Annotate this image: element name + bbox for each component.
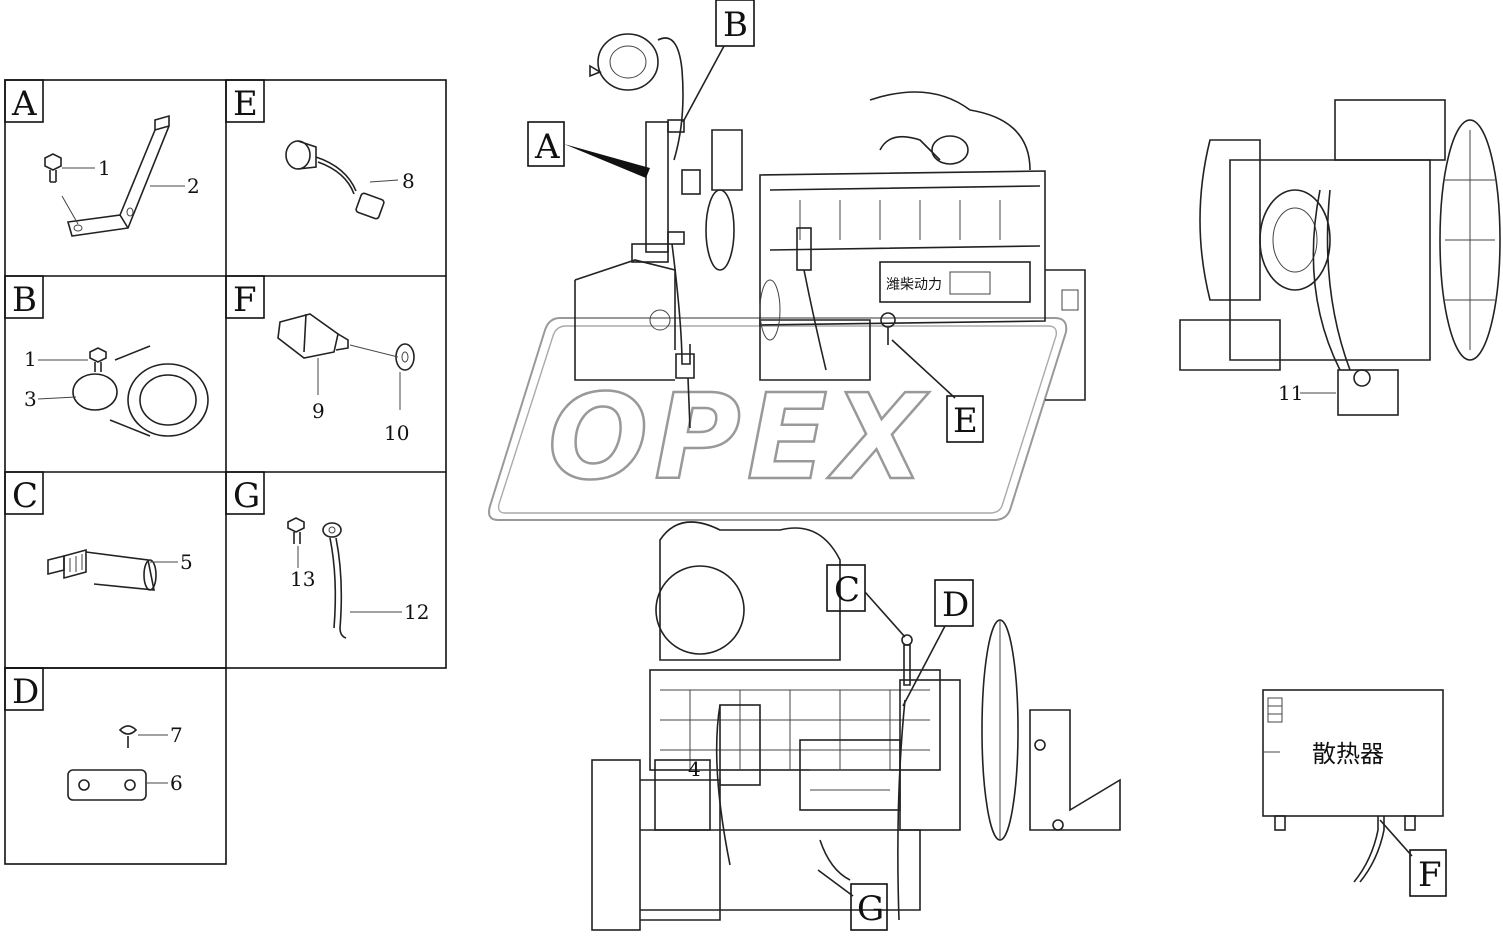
detail-grid: A 1 2 B 1 [4,79,447,865]
part-number-f-9: 9 [312,399,325,423]
panel-g: G 13 12 [225,471,429,639]
callout-b: B [723,5,748,45]
callout-d: D [942,585,969,625]
part-number-f-10: 10 [384,421,409,445]
callout-f: F [1418,855,1442,895]
panel-e: E 8 [225,79,415,220]
panel-b: B 1 3 [4,275,209,437]
radiator-box: 散热器 [1262,689,1444,883]
bracket-icon [66,114,170,237]
washer-icon [395,343,415,371]
callout-c: C [834,570,860,610]
ground-strap-icon [287,517,347,639]
part-number-g-12: 12 [404,600,429,624]
panel-c: C 5 [4,471,193,591]
panel-d-letter: D [12,672,39,712]
part-number-11: 11 [1278,381,1303,405]
part-number-e-8: 8 [402,169,415,193]
part-number-g-13: 13 [290,567,315,591]
engine-brand-text: 潍柴动力 [886,277,942,293]
clip-icon [118,725,138,748]
pressure-sensor-icon [285,140,385,220]
panel-d: D 7 6 [4,667,183,801]
bolt-icon [44,153,62,183]
callouts: A B C D E F G [527,0,1447,931]
plate-icon [67,769,147,801]
panel-a-letter: A [11,84,37,124]
watermark-text: OPEX [548,368,930,506]
part-number-b-3: 3 [24,387,37,411]
part-number-c-5: 5 [180,550,193,574]
panel-b-letter: B [12,280,37,320]
part-number-4: 4 [688,757,701,781]
panel-a: A 1 2 [4,79,200,237]
part-number-a-2: 2 [187,174,200,198]
watermark-logo: OPEX [488,317,1068,521]
panel-f-letter: F [233,280,257,320]
part-number-d-6: 6 [170,771,183,795]
part-number-d-7: 7 [170,723,183,747]
callout-e: E [953,401,978,441]
panel-g-letter: G [233,476,260,516]
panel-c-letter: C [12,476,38,516]
part-number-a-1: 1 [98,156,111,180]
engine-bottom-view: 4 [591,521,1121,931]
panel-e-letter: E [233,84,258,124]
engine-right-view: 11 [1179,99,1501,416]
engine-top-view: 潍柴动力 [574,33,1086,429]
clamp-icon [72,345,209,437]
callout-g: G [857,889,884,929]
callout-a: A [534,127,560,167]
level-switch-icon [277,313,349,359]
temperature-sensor-icon [47,548,157,591]
radiator-label: 散热器 [1312,740,1384,768]
part-number-b-1: 1 [24,347,37,371]
panel-f: F 9 10 [225,275,415,445]
